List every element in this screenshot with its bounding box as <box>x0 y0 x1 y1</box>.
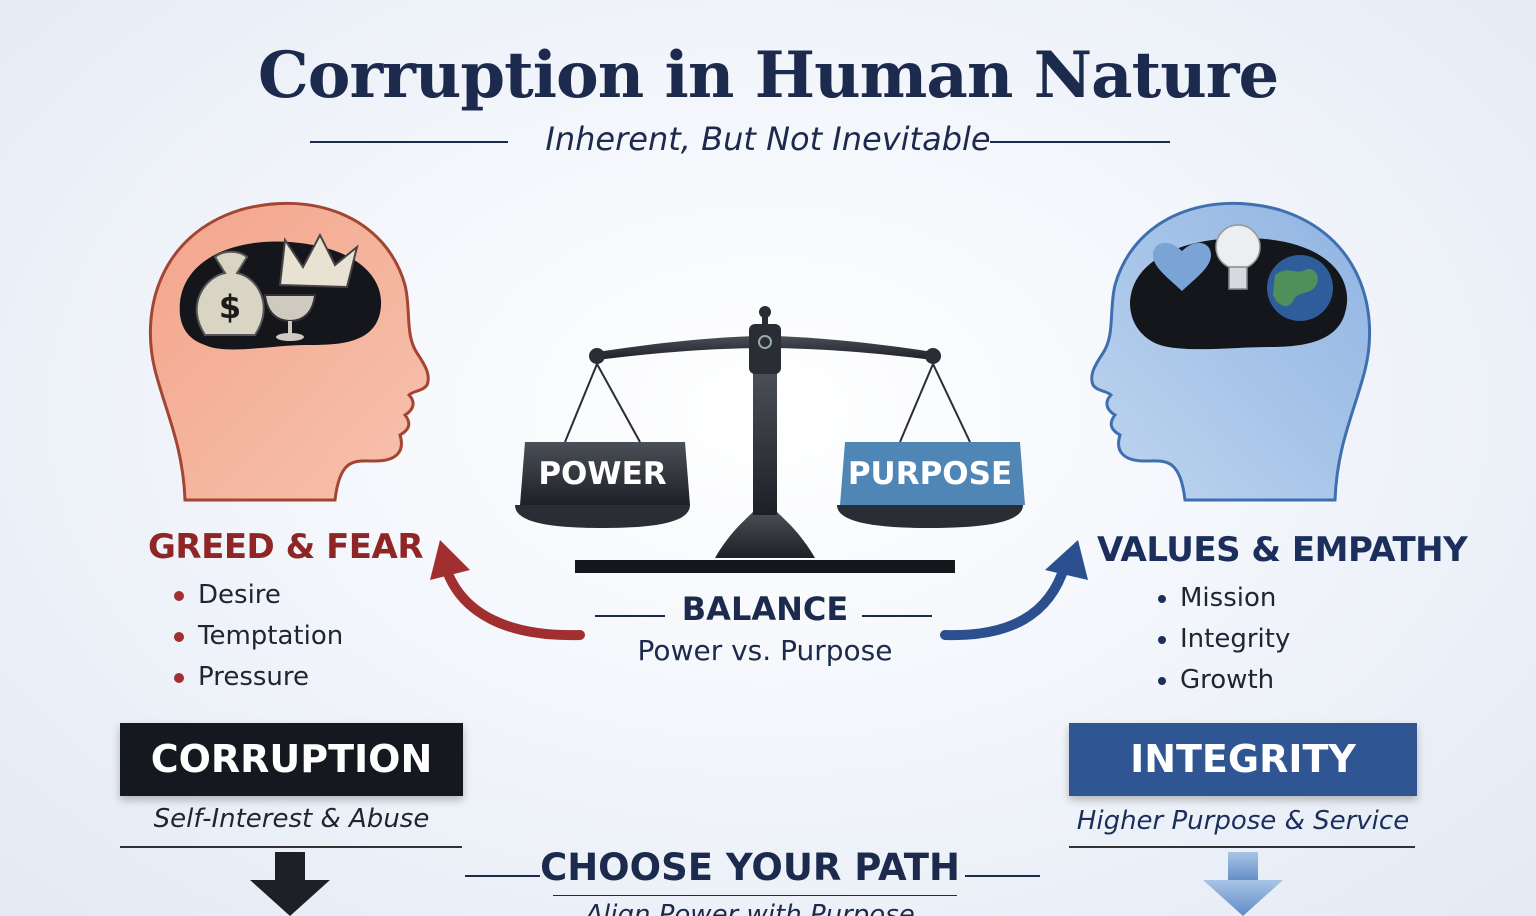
lightbulb-icon <box>1215 224 1261 290</box>
list-item: Integrity <box>1158 619 1290 660</box>
choose-path-title: CHOOSE YOUR PATH <box>540 846 960 889</box>
right-curved-arrow-icon <box>940 540 1088 641</box>
list-item: Growth <box>1158 660 1290 701</box>
list-item: Temptation <box>174 616 343 657</box>
subtitle-rule-left <box>310 141 508 143</box>
left-bullet-list: Desire Temptation Pressure <box>174 575 343 698</box>
left-curved-arrow-icon <box>430 540 585 641</box>
goblet-icon <box>263 294 317 341</box>
corruption-tagline: Self-Interest & Abuse <box>153 804 430 834</box>
purpose-label: PURPOSE <box>847 456 1013 492</box>
integrity-tagline: Higher Purpose & Service <box>1076 806 1410 836</box>
left-heading: GREED & FEAR <box>148 527 424 567</box>
right-tagline-rule <box>1069 846 1415 848</box>
list-item: Pressure <box>174 657 343 698</box>
page-title: Corruption in Human Nature <box>257 38 1279 113</box>
bullet-icon <box>174 590 184 601</box>
bullet-icon <box>1158 676 1166 685</box>
balance-scale-illustration <box>515 306 1025 573</box>
list-item: Mission <box>1158 578 1290 619</box>
power-label: POWER <box>538 456 667 492</box>
list-item: Desire <box>174 575 343 616</box>
subtitle-rule-right <box>990 141 1170 143</box>
money-bag-icon: $ <box>195 250 265 336</box>
crown-icon <box>278 232 359 289</box>
right-bullet-list: Mission Integrity Growth <box>1158 578 1290 701</box>
svg-text:$: $ <box>219 288 241 326</box>
balance-caption-title: BALANCE <box>681 590 849 628</box>
bottom-rule-left <box>465 875 540 877</box>
integrity-banner: INTEGRITY <box>1069 723 1417 796</box>
globe-icon <box>1267 255 1333 321</box>
bullet-icon <box>174 672 184 683</box>
balance-caption-sub: Power vs. Purpose <box>637 634 893 667</box>
left-tagline-rule <box>120 846 462 848</box>
choose-path-subtitle: Align Power with Purpose <box>585 900 915 916</box>
balance-rule-left <box>595 615 665 617</box>
right-down-arrow-icon <box>1203 852 1283 916</box>
corruption-banner: CORRUPTION <box>120 723 463 796</box>
choose-path-underline <box>553 895 957 896</box>
balance-rule-right <box>862 615 932 617</box>
bottom-rule-right <box>965 875 1040 877</box>
bullet-icon <box>174 631 184 642</box>
bullet-icon <box>1158 594 1166 603</box>
right-head-illustration <box>1090 201 1372 502</box>
right-heading: VALUES & EMPATHY <box>1097 530 1468 570</box>
left-down-arrow-icon <box>250 852 330 916</box>
heart-icon <box>1153 242 1211 291</box>
power-weight-block <box>520 442 690 505</box>
bullet-icon <box>1158 635 1166 644</box>
left-head-illustration: $ <box>148 201 430 502</box>
purpose-weight-block <box>840 442 1025 505</box>
page-subtitle: Inherent, But Not Inevitable <box>545 120 991 158</box>
